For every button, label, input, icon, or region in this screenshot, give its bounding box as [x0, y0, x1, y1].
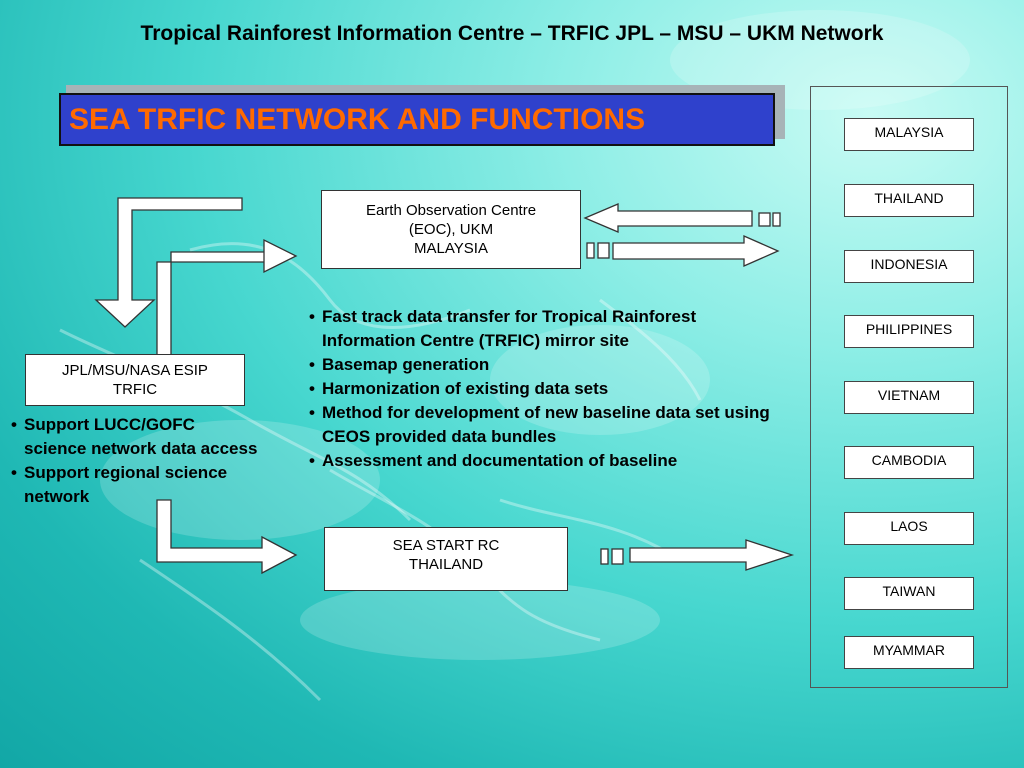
start-line: THAILAND — [408, 556, 484, 573]
start-line: SEA START RC — [392, 537, 500, 554]
country-cambodia: CAMBODIA — [844, 446, 974, 479]
eoc-line: Earth Observation Centre — [365, 202, 537, 219]
eoc-node: Earth Observation Centre (EOC), UKM MALA… — [321, 190, 581, 269]
jpl-line: TRFIC — [112, 381, 158, 398]
eoc-function-item-cont: Information Centre (TRFIC) mirror site — [322, 331, 629, 350]
country-vietnam: VIETNAM — [844, 381, 974, 414]
eoc-line: (EOC), UKM — [408, 221, 494, 238]
eoc-function-item: •Assessment and documentation of baselin… — [309, 451, 678, 470]
eoc-function-item-cont: CEOS provided data bundles — [322, 427, 557, 446]
jpl-function-item: •Support LUCC/GOFC — [11, 415, 195, 434]
arrow-jpl-to-start — [156, 499, 298, 575]
tail-square — [586, 242, 595, 259]
tail-square — [611, 548, 624, 565]
eoc-function-item: •Basemap generation — [309, 355, 490, 374]
jpl-function-item-cont: science network data access — [24, 439, 258, 458]
tail-square — [772, 212, 781, 227]
eoc-line: MALAYSIA — [414, 240, 488, 257]
country-malaysia: MALAYSIA — [844, 118, 974, 151]
arrow-to-eoc — [156, 238, 298, 357]
arrow-down-to-jpl — [94, 197, 243, 328]
tail-square — [600, 548, 609, 565]
country-taiwan: TAIWAN — [844, 577, 974, 610]
jpl-function-item-cont: network — [24, 487, 90, 506]
tail-square — [758, 212, 771, 227]
jpl-node: JPL/MSU/NASA ESIP TRFIC — [25, 354, 245, 406]
country-philippines: PHILIPPINES — [844, 315, 974, 348]
jpl-function-item: •Support regional science — [11, 463, 228, 482]
country-laos: LAOS — [844, 512, 974, 545]
country-indonesia: INDONESIA — [844, 250, 974, 283]
arrow-countries-to-eoc — [583, 203, 753, 233]
eoc-function-item: •Method for development of new baseline … — [309, 403, 770, 422]
jpl-line: JPL/MSU/NASA ESIP — [62, 362, 208, 379]
section-banner: SEA TRFIC NETWORK AND FUNCTIONS — [59, 93, 775, 146]
sea-start-node: SEA START RC THAILAND — [324, 527, 568, 591]
country-thailand: THAILAND — [844, 184, 974, 217]
arrow-eoc-to-countries — [612, 235, 780, 267]
page-title: Tropical Rainforest Information Centre –… — [140, 22, 884, 45]
arrow-start-to-countries — [629, 539, 795, 571]
eoc-function-list: •Fast track data transfer for Tropical R… — [309, 305, 770, 473]
tail-square — [597, 242, 610, 259]
country-myammar: MYAMMAR — [844, 636, 974, 669]
banner-title: SEA TRFIC NETWORK AND FUNCTIONS — [69, 103, 646, 136]
eoc-function-item: •Fast track data transfer for Tropical R… — [309, 307, 697, 326]
jpl-function-list: •Support LUCC/GOFC science network data … — [11, 413, 257, 509]
eoc-function-item: •Harmonization of existing data sets — [309, 379, 609, 398]
country-panel — [810, 86, 1008, 688]
